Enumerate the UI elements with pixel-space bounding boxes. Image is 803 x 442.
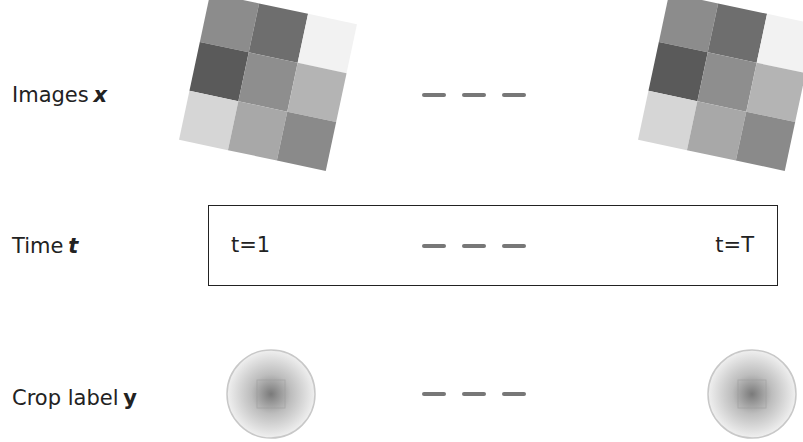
variable-symbol: t	[68, 234, 78, 258]
row-label: Crop label	[12, 386, 118, 410]
row-label: Time	[12, 234, 63, 258]
variable-symbol: x	[94, 83, 108, 107]
time-step-label: t=1	[231, 233, 270, 257]
image-grid	[179, 0, 357, 171]
crop-circle	[227, 350, 315, 438]
label-row: Timet	[12, 234, 78, 258]
image-grid	[638, 0, 803, 171]
time-step-label: t=T	[715, 233, 754, 257]
crop-circle	[708, 350, 796, 438]
label-row: Imagesx	[12, 83, 107, 107]
time-axis-box: t=1 t=T	[208, 205, 778, 286]
label-row: Crop labely	[12, 386, 137, 410]
row-label: Images	[12, 83, 89, 107]
ellipsis-dashes	[424, 244, 524, 248]
ellipsis-dashes	[424, 93, 524, 97]
variable-symbol: y	[123, 386, 137, 410]
ellipsis-dashes	[424, 392, 524, 396]
